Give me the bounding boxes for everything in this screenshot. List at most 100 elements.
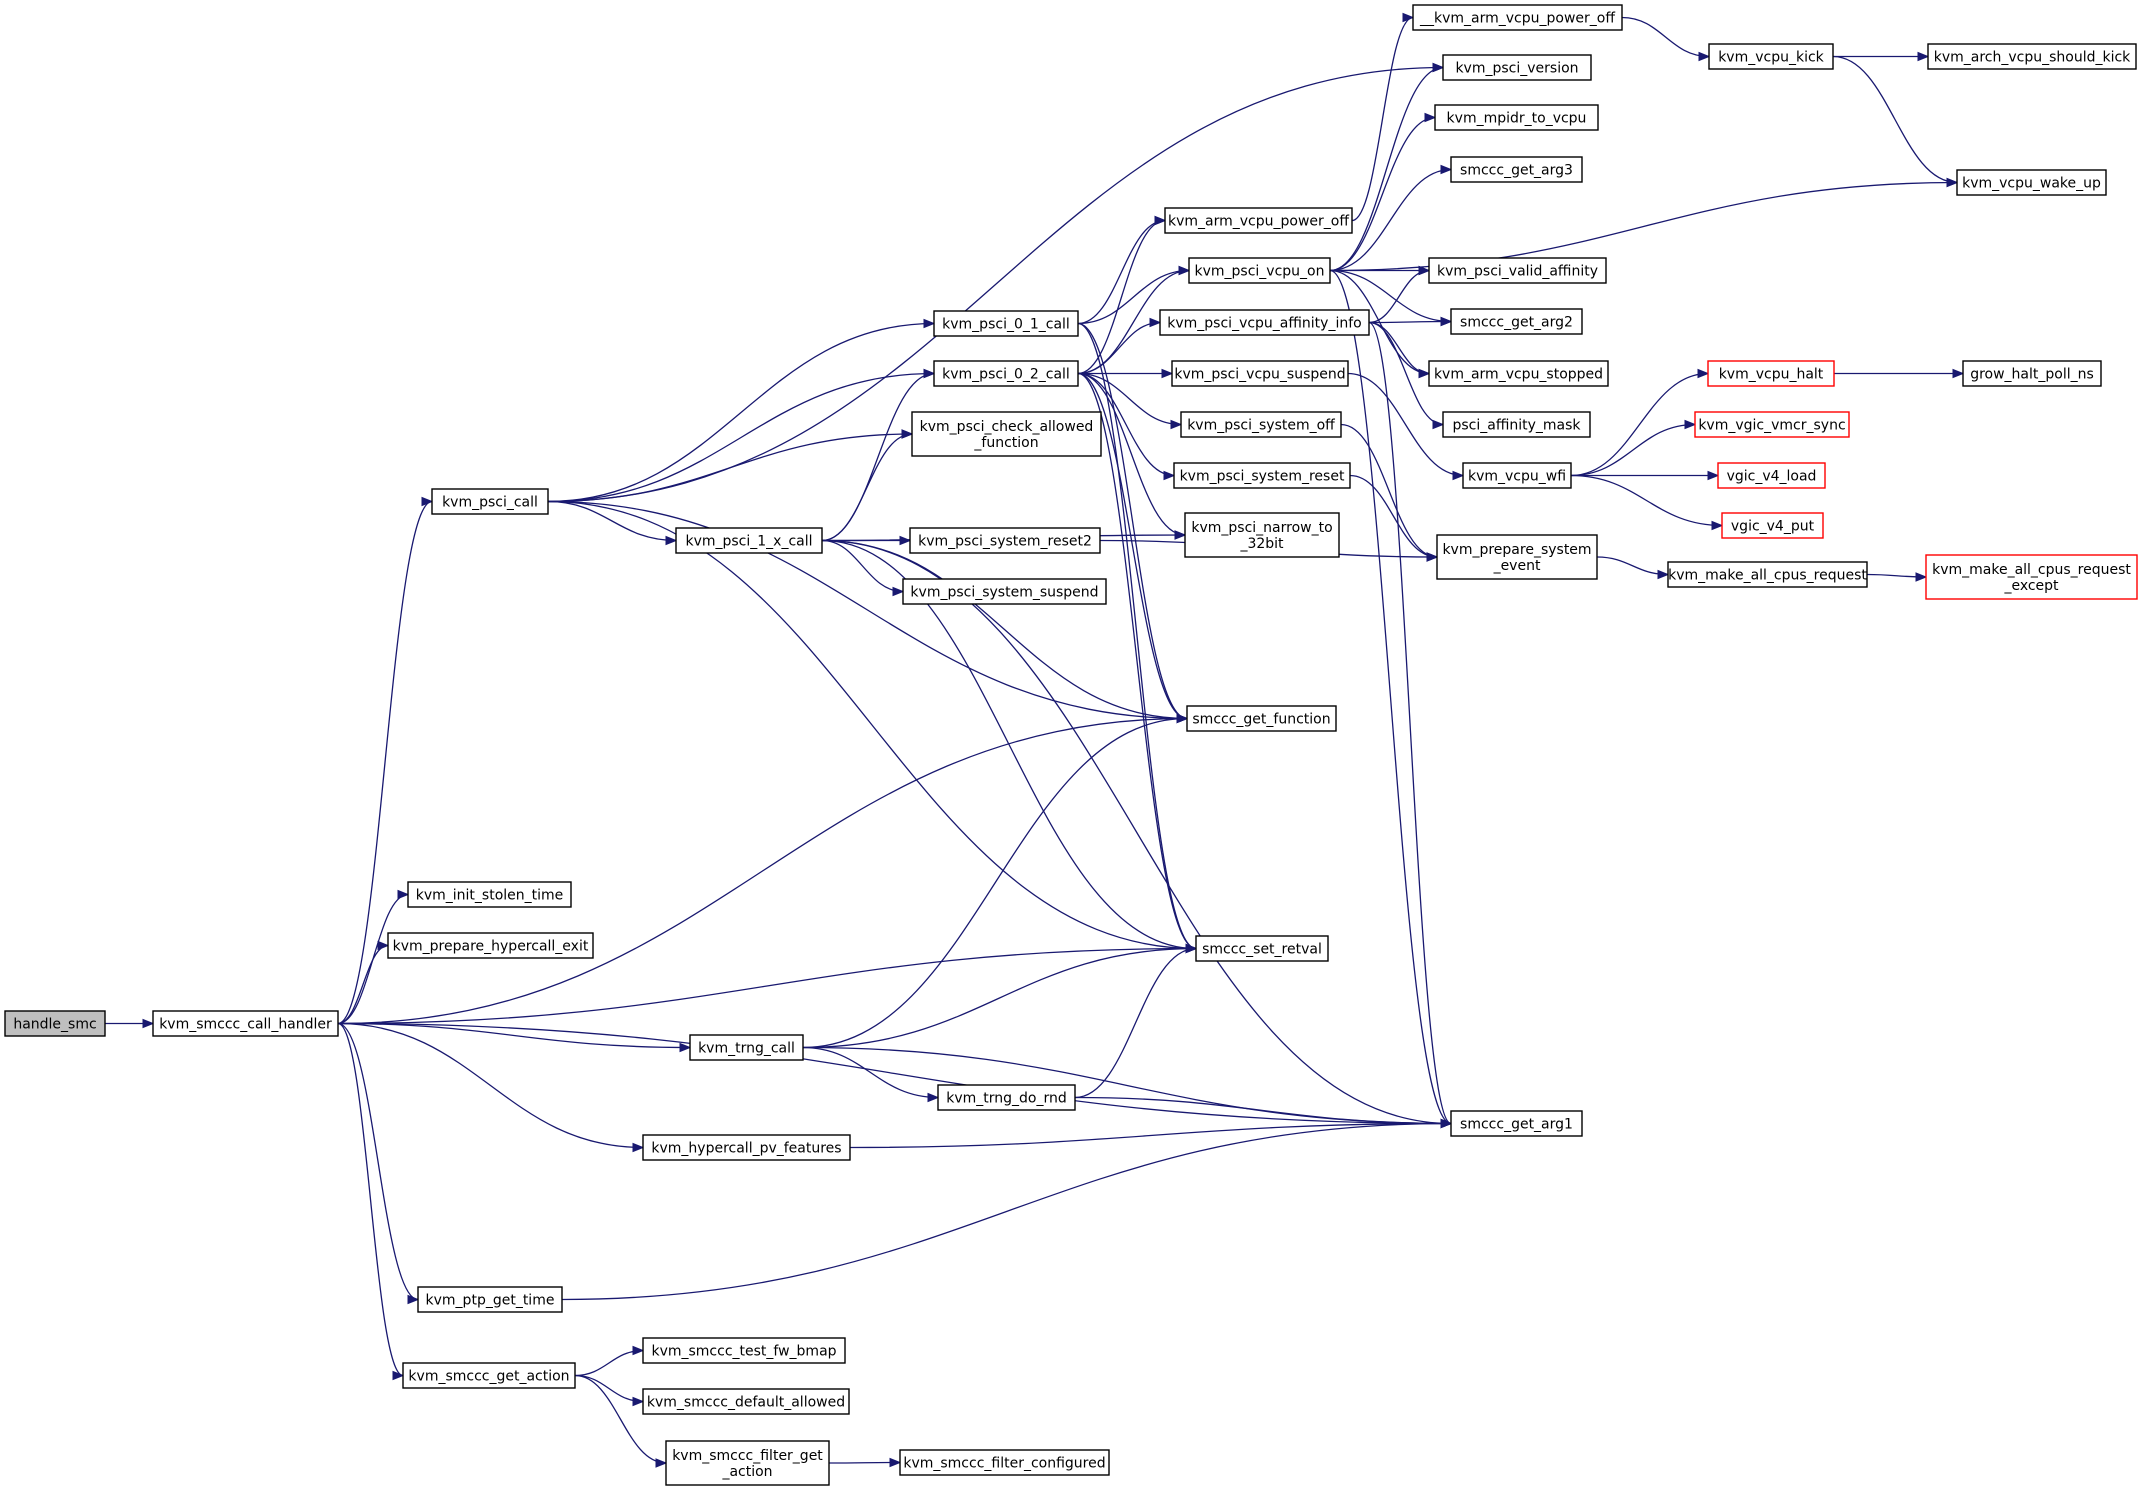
- node-label: kvm_trng_call: [698, 1041, 795, 1057]
- node-box: [387, 932, 594, 959]
- node-label: handle_smc: [13, 1017, 96, 1033]
- node-kvm-psci-vcpu-suspend[interactable]: kvm_psci_vcpu_suspend: [1171, 360, 1349, 387]
- node-kvm-psci-system-reset[interactable]: kvm_psci_system_reset: [1173, 462, 1351, 489]
- arrowhead-kvm_psci_0_2_call-to-kvm_psci_vcpu_suspend: [1161, 368, 1174, 379]
- edge-kvm_psci_call-to-kvm_psci_1_x_call: [547, 500, 677, 542]
- arrowhead-kvm_vcpu_wfi-to-vgic_v4_put: [1711, 520, 1724, 531]
- node-grow-halt-poll-ns[interactable]: grow_halt_poll_ns: [1962, 360, 2102, 387]
- node-label: kvm_smccc_test_fw_bmap: [651, 1344, 836, 1360]
- node-box: [902, 578, 1107, 605]
- node-kvm-psci-0-1-call[interactable]: kvm_psci_0_1_call: [933, 310, 1079, 337]
- node-kvm-smccc-get-action[interactable]: kvm_smccc_get_action: [402, 1362, 576, 1389]
- node---kvm-arm-vcpu-power-off[interactable]: __kvm_arm_vcpu_power_off: [1412, 4, 1623, 31]
- node-smccc-get-arg2[interactable]: smccc_get_arg2: [1450, 308, 1583, 335]
- arrowhead-kvm_vcpu_wfi-to-kvm_vgic_vmcr_sync: [1684, 419, 1697, 430]
- node-vgic-v4-put[interactable]: vgic_v4_put: [1721, 512, 1824, 539]
- node-box: [1180, 411, 1342, 438]
- node-box: [642, 1134, 851, 1161]
- node-kvm-vcpu-kick[interactable]: kvm_vcpu_kick: [1708, 43, 1834, 70]
- node-kvm-smccc-default-allowed[interactable]: kvm_smccc_default_allowed: [642, 1388, 850, 1415]
- edge-kvm_psci_0_2_call-to-kvm_psci_vcpu_affinity_info: [1077, 321, 1161, 375]
- node-label: kvm_vcpu_halt: [1719, 367, 1824, 383]
- node-smccc-get-arg3[interactable]: smccc_get_arg3: [1450, 156, 1583, 183]
- arrowhead-kvm_smccc_filter_get_action-to-kvm_smccc_filter_configured: [889, 1457, 902, 1468]
- node-label: kvm_psci_version: [1455, 61, 1578, 77]
- node-label: _except: [2003, 578, 2059, 594]
- edge-kvm_psci_vcpu_on-to-kvm_vcpu_wake_up: [1329, 181, 1958, 272]
- node-kvm-psci-call[interactable]: kvm_psci_call: [431, 488, 549, 515]
- node-box: [911, 411, 1102, 457]
- node-kvm-arm-vcpu-stopped[interactable]: kvm_arm_vcpu_stopped: [1428, 360, 1609, 387]
- node-label: kvm_make_all_cpus_request: [1932, 562, 2131, 578]
- arrowhead-kvm_psci_1_x_call-to-kvm_psci_0_2_call: [923, 368, 936, 379]
- edge-kvm_psci_vcpu_affinity_info-to-kvm_arm_vcpu_stopped: [1368, 321, 1430, 375]
- node-kvm-smccc-filter-configured[interactable]: kvm_smccc_filter_configured: [899, 1449, 1110, 1476]
- node-kvm-vcpu-wfi[interactable]: kvm_vcpu_wfi: [1462, 462, 1572, 489]
- node-kvm-psci-valid-affinity[interactable]: kvm_psci_valid_affinity: [1428, 257, 1607, 284]
- node-kvm-psci-version[interactable]: kvm_psci_version: [1442, 54, 1592, 81]
- node-kvm-make-all-cpus-request[interactable]: kvm_make_all_cpus_request: [1667, 561, 1868, 588]
- edge-kvm_psci_vcpu_on-to-kvm_mpidr_to_vcpu: [1329, 116, 1436, 272]
- node-kvm-psci-vcpu-affinity-info[interactable]: kvm_psci_vcpu_affinity_info: [1159, 309, 1370, 336]
- arrowhead-kvm_psci_vcpu_on-to-kvm_psci_version: [1432, 62, 1445, 73]
- node-kvm-psci-system-suspend[interactable]: kvm_psci_system_suspend: [902, 578, 1107, 605]
- node-kvm-vcpu-wake-up[interactable]: kvm_vcpu_wake_up: [1956, 169, 2107, 196]
- edge-kvm_psci_0_1_call-to-smccc_get_function: [1077, 322, 1188, 720]
- node-smccc-get-function[interactable]: smccc_get_function: [1186, 705, 1337, 732]
- node-label: kvm_psci_valid_affinity: [1437, 264, 1598, 280]
- node-kvm-psci-narrow-to-32bit[interactable]: kvm_psci_narrow_to_32bit: [1184, 512, 1340, 558]
- arrowhead-kvm_vcpu_wfi-to-kvm_vcpu_halt: [1697, 368, 1710, 379]
- node-kvm-vgic-vmcr-sync[interactable]: kvm_vgic_vmcr_sync: [1694, 411, 1850, 438]
- node-kvm-trng-do-rnd[interactable]: kvm_trng_do_rnd: [937, 1084, 1076, 1111]
- node-kvm-psci-system-off[interactable]: kvm_psci_system_off: [1180, 411, 1342, 438]
- arrowhead-kvm_psci_0_2_call-to-kvm_psci_system_off: [1170, 419, 1183, 430]
- node-kvm-psci-system-reset2[interactable]: kvm_psci_system_reset2: [909, 527, 1101, 554]
- arrowhead-kvm_smccc_call_handler-to-kvm_ptp_get_time: [407, 1294, 420, 1305]
- node-kvm-trng-call[interactable]: kvm_trng_call: [689, 1034, 804, 1061]
- edge-kvm_psci_1_x_call-to-kvm_psci_system_suspend: [821, 539, 904, 593]
- node-kvm-prepare-system-event[interactable]: kvm_prepare_system_event: [1436, 534, 1598, 580]
- node-kvm-make-all-cpus-request-except[interactable]: kvm_make_all_cpus_request_except: [1925, 554, 2138, 600]
- node-smccc-get-arg1[interactable]: smccc_get_arg1: [1450, 1110, 1583, 1137]
- node-kvm-ptp-get-time[interactable]: kvm_ptp_get_time: [417, 1286, 563, 1313]
- node-handle-smc[interactable]: handle_smc: [4, 1010, 106, 1037]
- node-kvm-psci-0-2-call[interactable]: kvm_psci_0_2_call: [933, 360, 1079, 387]
- node-kvm-smccc-filter-get-action[interactable]: kvm_smccc_filter_get_action: [665, 1440, 830, 1486]
- node-kvm-arch-vcpu-should-kick[interactable]: kvm_arch_vcpu_should_kick: [1927, 43, 2137, 70]
- node-label: kvm_trng_do_rnd: [946, 1091, 1067, 1107]
- node-kvm-psci-vcpu-on[interactable]: kvm_psci_vcpu_on: [1188, 257, 1331, 284]
- edge-kvm_psci_0_2_call-to-kvm_psci_system_reset: [1077, 372, 1175, 477]
- edge-kvm_psci_0_2_call-to-smccc_get_function: [1077, 372, 1188, 720]
- node-box: [1708, 43, 1834, 70]
- node-kvm-psci-1-x-call[interactable]: kvm_psci_1_x_call: [675, 527, 823, 554]
- node-smccc-set-retval[interactable]: smccc_set_retval: [1195, 935, 1329, 962]
- node-kvm-prepare-hypercall-exit[interactable]: kvm_prepare_hypercall_exit: [387, 932, 594, 959]
- node-label: kvm_make_all_cpus_request: [1668, 568, 1867, 584]
- node-box: [899, 1449, 1110, 1476]
- node-box: [1717, 462, 1826, 489]
- node-kvm-arm-vcpu-power-off[interactable]: kvm_arm_vcpu_power_off: [1164, 207, 1353, 234]
- node-kvm-psci-check-allowed-function[interactable]: kvm_psci_check_allowed_function: [911, 411, 1102, 457]
- arrowhead-kvm_psci_vcpu_affinity_info-to-smccc_get_arg2: [1440, 316, 1453, 327]
- node-psci-affinity-mask[interactable]: psci_affinity_mask: [1442, 411, 1591, 438]
- node-box: [1707, 360, 1835, 387]
- node-kvm-vcpu-halt[interactable]: kvm_vcpu_halt: [1707, 360, 1835, 387]
- node-label: psci_affinity_mask: [1452, 418, 1581, 434]
- node-label: kvm_psci_1_x_call: [685, 534, 812, 550]
- node-kvm-hypercall-pv-features[interactable]: kvm_hypercall_pv_features: [642, 1134, 851, 1161]
- node-kvm-smccc-call-handler[interactable]: kvm_smccc_call_handler: [152, 1010, 339, 1037]
- node-kvm-smccc-test-fw-bmap[interactable]: kvm_smccc_test_fw_bmap: [642, 1337, 846, 1364]
- node-label: kvm_psci_check_allowed: [920, 419, 1094, 435]
- node-box: [1927, 43, 2137, 70]
- edge-kvm_vcpu_kick-to-kvm_vcpu_wake_up: [1832, 55, 1958, 184]
- node-kvm-init-stolen-time[interactable]: kvm_init_stolen_time: [407, 881, 572, 908]
- edge-kvm_trng_call-to-smccc_get_function: [802, 717, 1188, 1049]
- node-vgic-v4-load[interactable]: vgic_v4_load: [1717, 462, 1826, 489]
- node-kvm-mpidr-to-vcpu[interactable]: kvm_mpidr_to_vcpu: [1434, 104, 1599, 131]
- edge-kvm_psci_0_2_call-to-kvm_arm_vcpu_power_off: [1077, 219, 1166, 375]
- arrowhead-kvm_smccc_call_handler-to-kvm_psci_call: [421, 496, 434, 507]
- node-label: kvm_arm_vcpu_power_off: [1168, 214, 1349, 230]
- arrowhead-kvm_psci_0_2_call-to-kvm_psci_vcpu_affinity_info: [1149, 317, 1162, 328]
- arrowhead-kvm_psci_vcpu_on-to-smccc_get_arg3: [1440, 164, 1453, 175]
- arrowhead-kvm_psci_vcpu_on-to-kvm_vcpu_wake_up: [1946, 177, 1959, 188]
